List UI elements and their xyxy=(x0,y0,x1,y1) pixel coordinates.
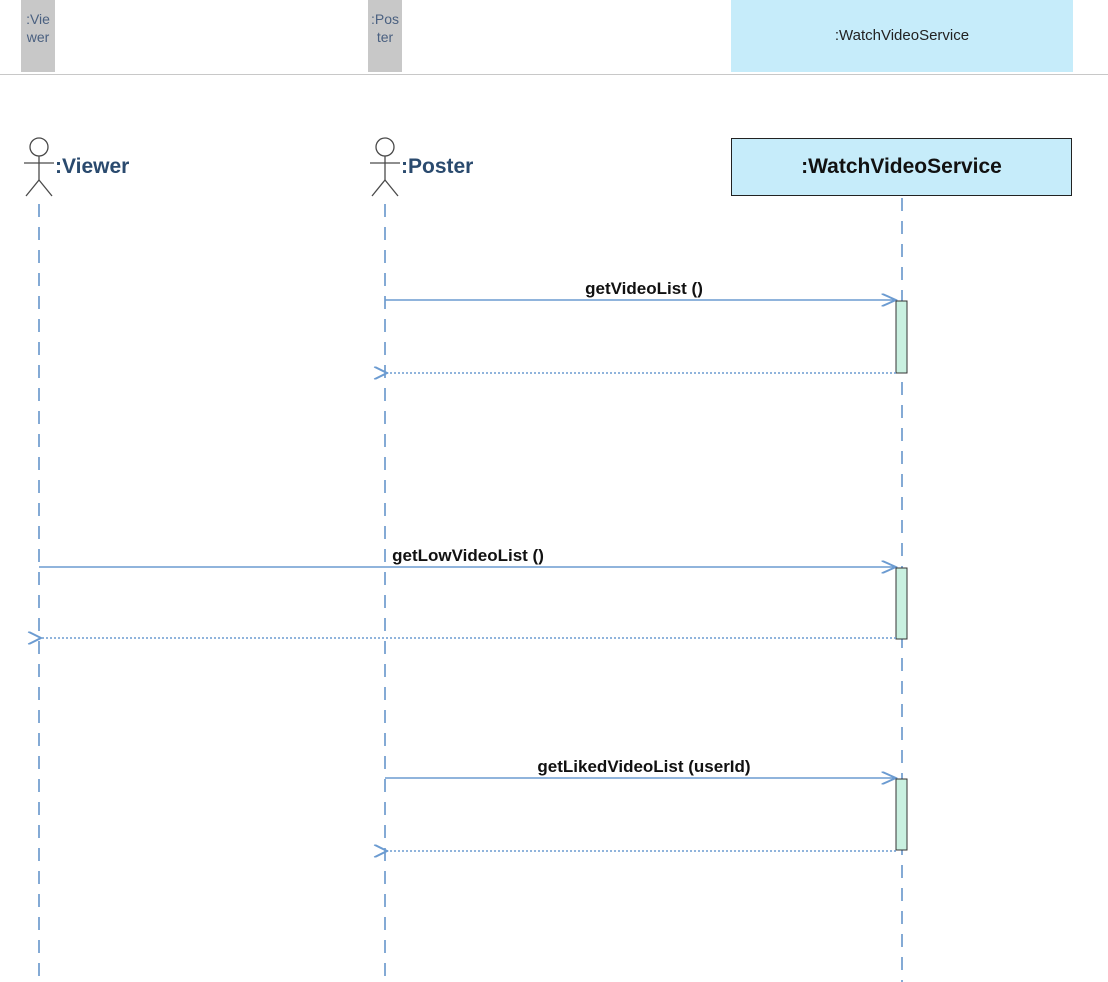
message-label[interactable]: getLowVideoList () xyxy=(392,546,544,565)
activation-bar xyxy=(895,778,908,851)
viewer-header-tab[interactable]: :Vie wer xyxy=(21,0,55,72)
poster-header-tab[interactable]: :Pos ter xyxy=(368,0,402,72)
viewer-actor-icon xyxy=(24,137,54,197)
message-label[interactable]: getVideoList () xyxy=(585,279,703,298)
header-bar: :Vie wer :Pos ter :WatchVideoService xyxy=(0,0,1108,75)
activation-bar xyxy=(895,567,908,640)
message-label[interactable]: getLikedVideoList (userId) xyxy=(537,757,751,776)
poster-actor-label[interactable]: :Poster xyxy=(401,155,474,178)
viewer-actor-label[interactable]: :Viewer xyxy=(55,155,130,178)
poster-actor-icon xyxy=(370,137,400,197)
service-participant-box[interactable]: :WatchVideoService xyxy=(731,138,1072,196)
service-header-tab[interactable]: :WatchVideoService xyxy=(731,0,1073,72)
activation-bar xyxy=(895,300,908,374)
